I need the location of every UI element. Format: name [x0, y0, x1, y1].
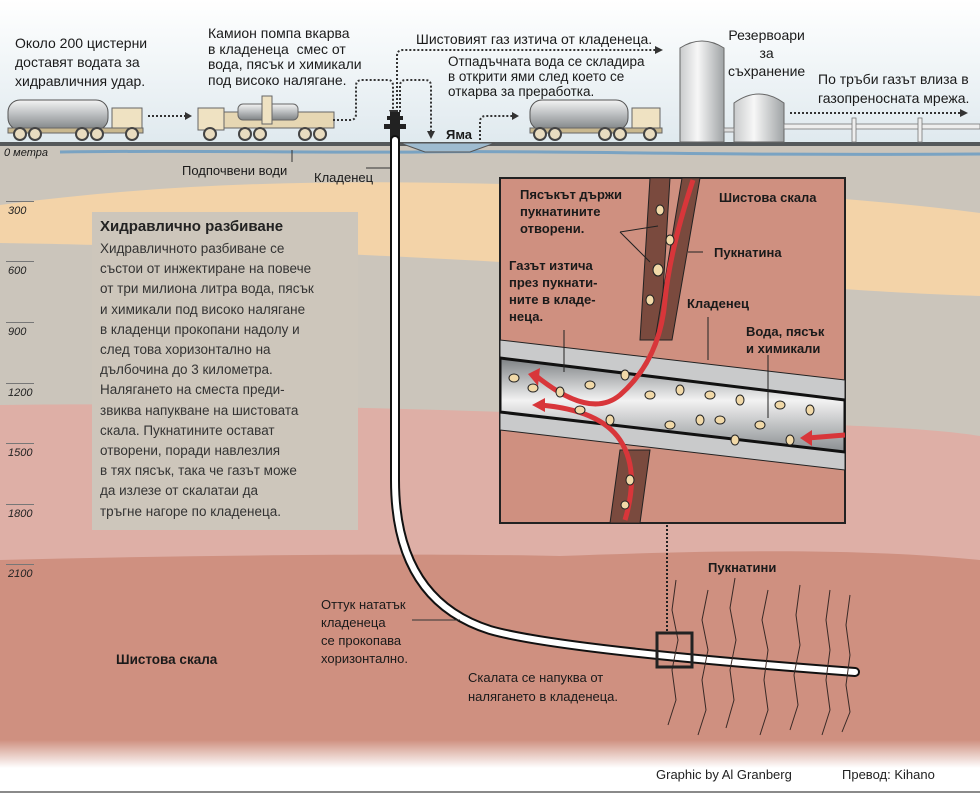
author-credit: Graphic by Al Granberg [656, 767, 792, 782]
inset-gas-caption: Газът изтича през пукнати- ните в кладе-… [509, 258, 598, 324]
info-box: Хидравлично разбиване Хидравличното разб… [92, 212, 358, 530]
shale-rock-label: Шистова скала [116, 652, 218, 667]
depth-tick-1500: 1500 [5, 443, 35, 459]
depth-tick-2100: 2100 [5, 564, 35, 580]
gas-flow-caption: Шистовият газ изтича от кладенеца. [416, 31, 653, 47]
horizontal-drilling-caption: Оттук нататък кладенеца се прокопава хор… [321, 597, 408, 666]
inset-mix-caption: Вода, пясък и химикали [746, 324, 825, 356]
waste-pit [399, 142, 496, 153]
pit-label: Яма [446, 127, 473, 142]
detail-marker-box [655, 631, 694, 669]
shale-layer [0, 551, 980, 745]
well-label: Кладенец [314, 170, 374, 185]
tankers-caption: Около 200 цистерни доставят водата за хи… [15, 35, 148, 89]
bottom-fade [0, 740, 980, 768]
inset-well-label: Кладенец [687, 296, 749, 311]
pump-truck [197, 95, 335, 141]
bottom-rule [0, 791, 980, 793]
pump-truck-caption: Камион помпа вкарва в кладенеца смес от … [208, 25, 362, 88]
translation-credit: Превод: Kihano [842, 767, 935, 782]
sky [0, 0, 980, 145]
pipeline-caption: По тръби газът влиза в газопреносната мр… [818, 71, 970, 106]
tanker-truck-left [7, 99, 144, 141]
zero-depth-label: 0 метра [4, 147, 48, 159]
tanker-truck-right [529, 99, 663, 141]
fractures [667, 577, 851, 736]
wellhead [384, 112, 406, 142]
waste-water-caption: Отпадъчната вода се складира в открити я… [448, 54, 645, 99]
depth-tick-1200: 1200 [5, 383, 35, 399]
depth-tick-1800: 1800 [5, 504, 35, 520]
detail-inset [499, 177, 846, 524]
inset-shale-label: Шистова скала [719, 190, 817, 205]
inset-crack-label: Пукнатина [714, 245, 782, 260]
depth-tick-900: 900 [5, 322, 35, 338]
depth-tick-600: 600 [5, 261, 35, 277]
info-box-title: Хидравлично разбиване [100, 218, 284, 235]
groundwater-label: Подпочвени води [182, 163, 288, 178]
info-box-body: Хидравличното разбиване се състои от инж… [100, 241, 314, 519]
fractures-label: Пукнатини [708, 560, 777, 575]
fracture-caption: Скалата се напуква от налягането в кладе… [468, 670, 619, 704]
storage-tanks [679, 40, 980, 143]
storage-tanks-caption: Резервоари за съхранение [728, 27, 806, 79]
inset-sand-caption: Пясъкът държи пукнатините отворени. [520, 187, 622, 236]
depth-tick-300: 300 [5, 201, 35, 217]
